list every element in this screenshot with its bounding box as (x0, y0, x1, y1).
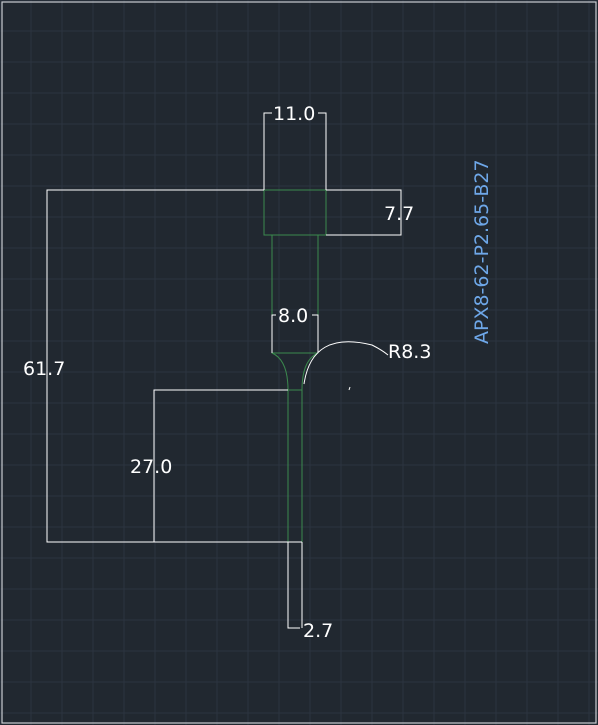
dimension-lines (46, 112, 402, 629)
dim-pin-diameter-left (287, 542, 300, 629)
dim-head-height (326, 189, 402, 236)
dim-radius-text: R8.3 (388, 341, 431, 363)
part-number-label: APX8-62-P2.65-B27 (471, 159, 493, 344)
dim-radius-leader (303, 341, 389, 385)
dim-head-width-left (263, 112, 272, 190)
dim-pin-diameter-text: 2.7 (303, 620, 333, 642)
dim-head-height-text: 7.7 (384, 203, 414, 225)
dim-head-width-right (318, 112, 327, 190)
dim-pin-length-text: 27.0 (130, 456, 172, 478)
shank-outline (271, 235, 319, 354)
dim-shank-width-text: 8.0 (278, 305, 308, 327)
dim-radius-center-mark (348, 386, 351, 391)
part-geometry (263, 189, 327, 543)
dim-head-width-text: 11.0 (273, 103, 315, 125)
dim-pin-length (153, 389, 288, 542)
dim-overall-length-text: 61.7 (23, 358, 65, 380)
head-outline (263, 189, 327, 236)
dim-shank-width-right (312, 314, 319, 353)
dim-overall-length (46, 189, 302, 543)
dim-shank-width-left (271, 314, 276, 353)
